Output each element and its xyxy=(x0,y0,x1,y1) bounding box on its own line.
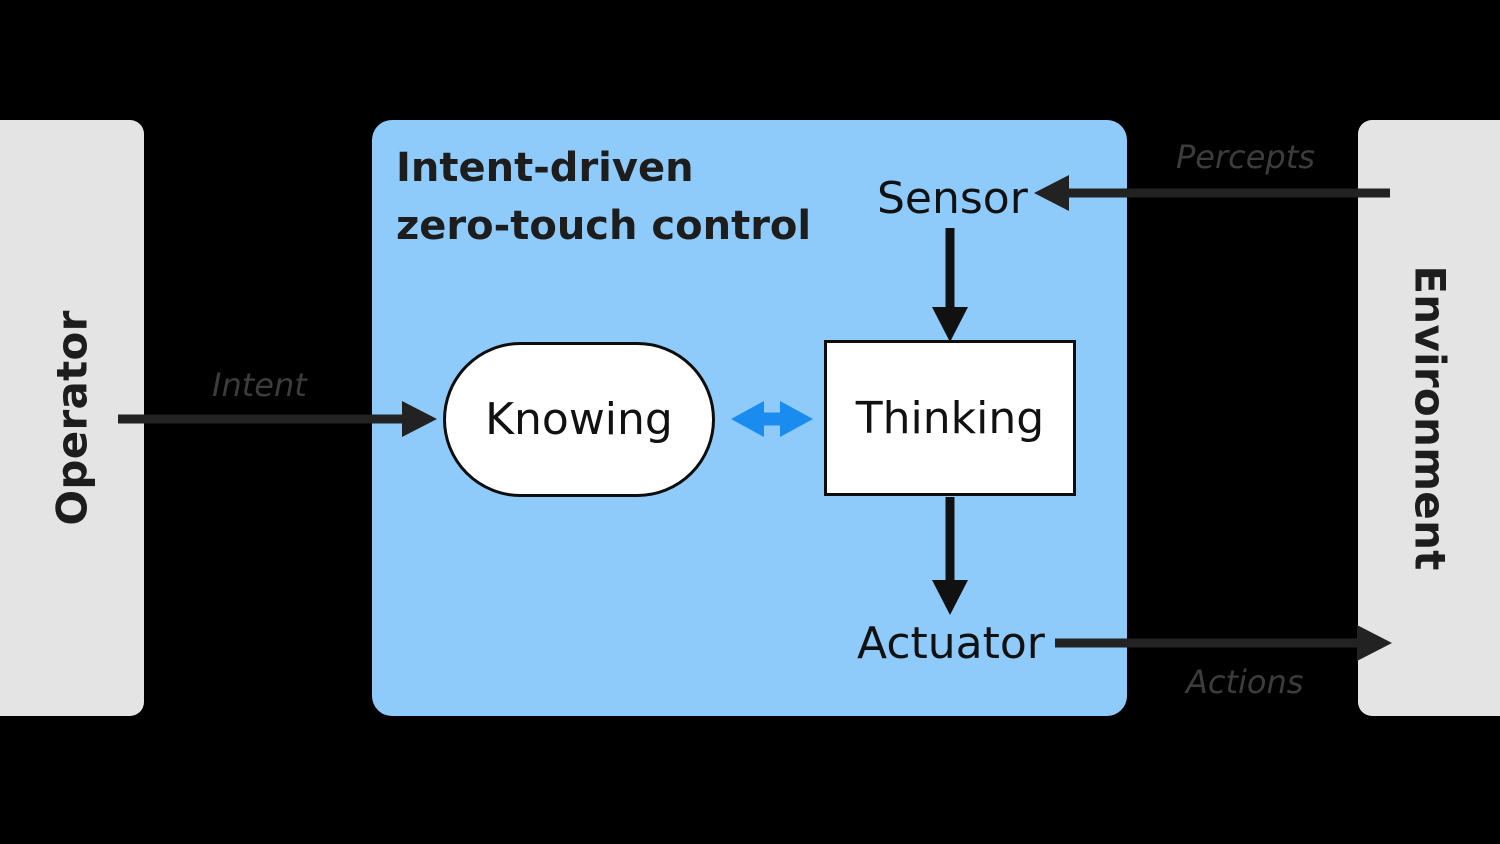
actions-edge-label: Actions xyxy=(1186,663,1304,701)
environment-panel: Environment xyxy=(1358,120,1500,716)
knowing-node-label: Knowing xyxy=(485,394,673,445)
environment-panel-label: Environment xyxy=(1405,265,1455,571)
thinking-node-label: Thinking xyxy=(855,392,1045,444)
operator-panel-label: Operator xyxy=(47,310,97,526)
knowing-node: Knowing xyxy=(443,342,715,497)
operator-panel: Operator xyxy=(0,120,144,716)
intent-edge-label: Intent xyxy=(212,366,307,404)
actuator-node-label: Actuator xyxy=(857,618,1045,669)
sensor-node-label: Sensor xyxy=(877,173,1028,224)
thinking-node: Thinking xyxy=(824,340,1076,496)
percepts-edge-label: Percepts xyxy=(1176,138,1315,176)
control-plane-title: Intent-driven zero-touch control xyxy=(396,145,812,249)
